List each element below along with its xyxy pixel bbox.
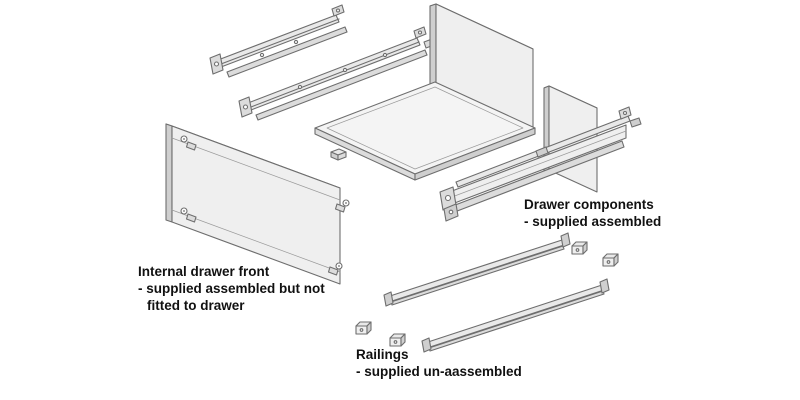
label-railings: Railings - supplied un-aassembled <box>356 346 522 380</box>
railing-connector <box>571 241 588 255</box>
railing-connector <box>389 333 406 347</box>
front-panel-clip <box>180 135 197 151</box>
railing-connector <box>355 321 372 335</box>
label-railings-line2: - supplied un-aassembled <box>356 364 522 379</box>
railing-lower <box>421 278 610 353</box>
label-drawer-components-line2: - supplied assembled <box>524 214 662 229</box>
base-panel <box>314 81 536 181</box>
label-internal-drawer-front-line3: fitted to drawer <box>147 298 245 313</box>
label-internal-drawer-front-line1: Internal drawer front <box>138 264 270 279</box>
slide-rail-lower <box>238 26 435 121</box>
back-panel <box>429 3 534 134</box>
drawer-side-assembly <box>439 106 642 222</box>
label-drawer-components: Drawer components - supplied assembled <box>524 196 661 230</box>
front-panel-clip <box>334 199 350 213</box>
railing-upper <box>383 232 571 307</box>
label-internal-drawer-front: Internal drawer front - supplied assembl… <box>138 263 325 314</box>
label-drawer-components-line1: Drawer components <box>524 197 654 212</box>
base-fitting <box>330 148 347 161</box>
label-internal-drawer-front-line2: - supplied assembled but not <box>138 281 325 296</box>
slide-rail-upper <box>209 4 348 78</box>
internal-drawer-front-panel <box>165 123 350 285</box>
label-railings-line1: Railings <box>356 347 409 362</box>
front-panel-clip <box>180 207 197 223</box>
front-panel-clip <box>327 262 343 276</box>
railing-connector <box>602 253 619 267</box>
